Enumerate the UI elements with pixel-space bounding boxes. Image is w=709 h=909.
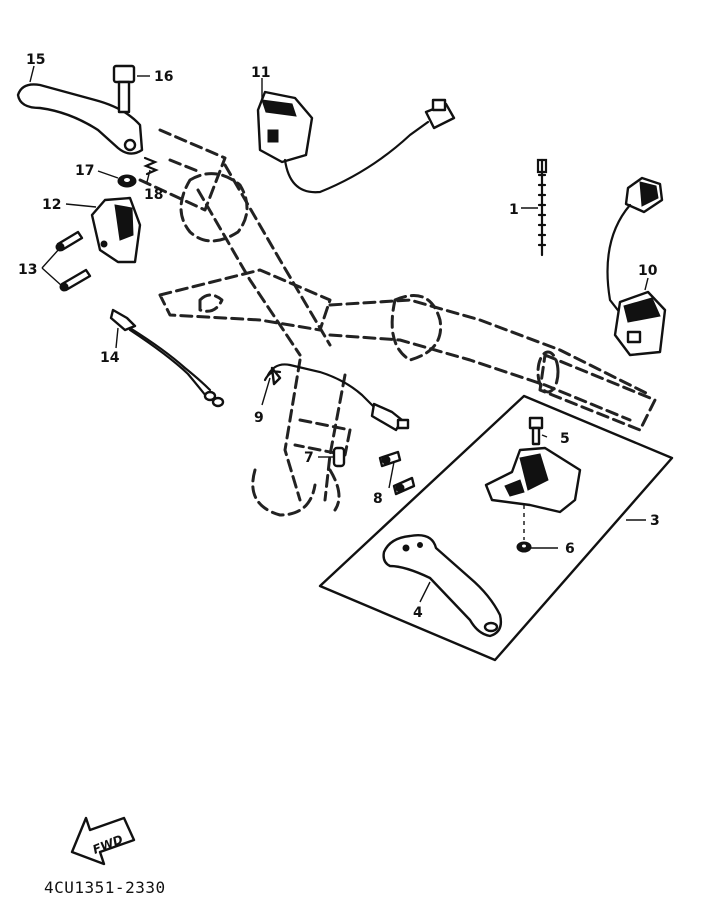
brake-switch-lead — [263, 363, 410, 432]
callout-10: 10 — [638, 263, 658, 279]
callout-3: 3 — [650, 513, 660, 529]
brake-lever-holder — [484, 446, 582, 540]
callout-14: 14 — [100, 350, 120, 366]
pin-7 — [332, 446, 346, 468]
callout-11: 11 — [251, 65, 270, 81]
clutch-switch-lead — [109, 308, 225, 408]
bolt-16 — [112, 64, 136, 114]
callout-9: 9 — [254, 410, 264, 426]
callout-17: 17 — [75, 163, 94, 179]
leader-lines — [29, 65, 649, 603]
lever-holder — [90, 196, 142, 264]
cable-band — [536, 158, 548, 257]
callout-13: 13 — [18, 262, 37, 278]
callout-15: 15 — [26, 52, 45, 68]
switch-assembly-11 — [256, 90, 456, 194]
callout-16: 16 — [154, 69, 173, 85]
screws-8 — [378, 450, 416, 496]
callout-1: 1 — [509, 202, 519, 218]
callout-5: 5 — [560, 431, 570, 447]
callout-8: 8 — [373, 491, 383, 507]
callout-labels: 1 3 4 5 6 7 8 9 10 11 12 13 14 15 16 17 … — [18, 52, 660, 621]
callout-4: 4 — [413, 605, 423, 621]
callout-12: 12 — [42, 197, 61, 213]
handlebar-outline — [138, 128, 657, 517]
drawing-code: 4CU1351-2330 — [44, 878, 166, 897]
bolt-5 — [528, 416, 544, 446]
spring-18 — [143, 156, 159, 176]
brake-lever — [382, 534, 503, 638]
callout-18: 18 — [144, 187, 163, 203]
clutch-lever — [16, 83, 144, 155]
forward-arrow: FWD — [70, 816, 136, 866]
callout-7: 7 — [304, 450, 314, 466]
screws-13 — [55, 230, 92, 292]
callout-6: 6 — [565, 541, 575, 557]
switch-assembly-10 — [606, 176, 667, 357]
brake-lever-assembly-frame — [318, 394, 674, 662]
nut-17 — [117, 174, 137, 188]
nut-6 — [516, 541, 532, 553]
